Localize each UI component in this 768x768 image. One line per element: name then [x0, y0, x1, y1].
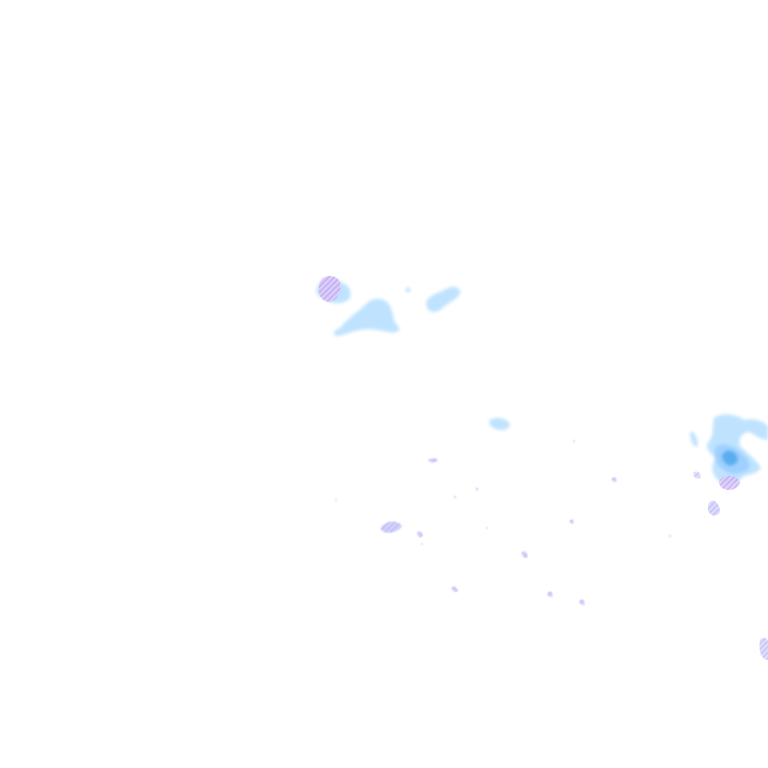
mixed-precip-speckles — [335, 439, 672, 605]
precip-cell-mid — [489, 417, 510, 431]
mixed-precip-cell-upper-left — [318, 276, 341, 302]
mixed-precip-cell-right-edge — [693, 471, 768, 660]
precip-cell-right-edge — [690, 414, 768, 485]
